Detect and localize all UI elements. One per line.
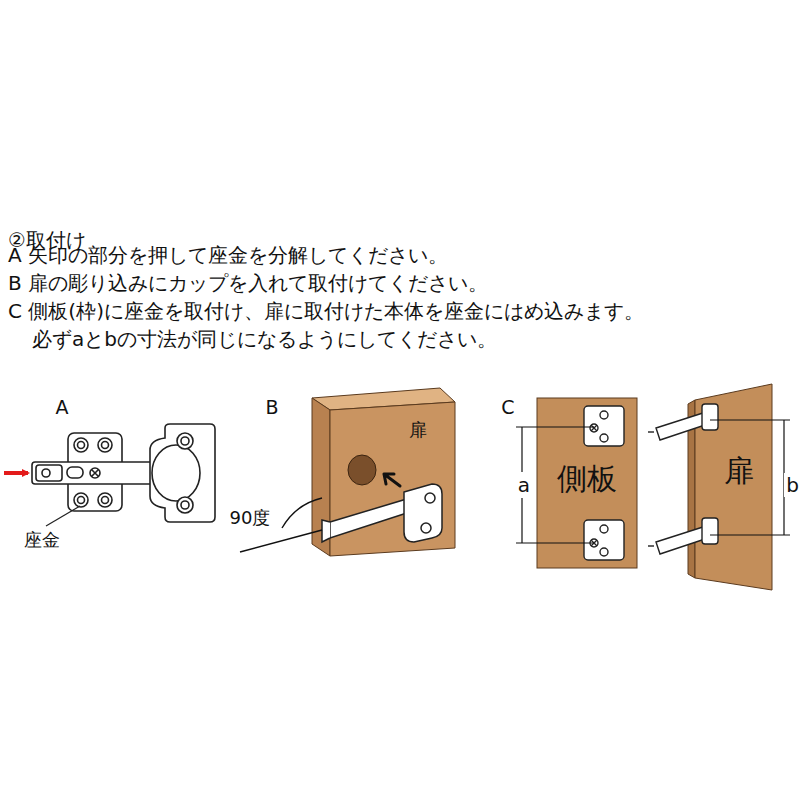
side-board-panel: 側板 (537, 398, 637, 568)
cup-hole (421, 523, 431, 533)
hinge-a (32, 424, 215, 522)
cross-mark (92, 470, 99, 477)
angle-line (240, 530, 322, 552)
cross-screw (90, 468, 100, 478)
hinge-cup (152, 445, 200, 501)
angle-label: 90度 (230, 507, 271, 529)
door-panel: 扉 (695, 386, 772, 588)
plate-hole (600, 434, 608, 442)
hinge-tip (648, 431, 654, 432)
door-panel: 扉 (330, 404, 455, 554)
dimension-b (710, 420, 790, 535)
door-b (312, 388, 455, 556)
dimension-label: a (516, 473, 532, 497)
plate-hole (102, 497, 109, 504)
mount-plate (584, 520, 624, 560)
door-face (695, 384, 772, 590)
hinge-end (322, 520, 330, 542)
panel-name: 扉 (409, 420, 427, 440)
cross-mark (591, 425, 597, 431)
hinge-cup-plate (702, 518, 718, 544)
plate-hole (600, 525, 608, 533)
hinge-b (322, 484, 442, 542)
cup-recess (348, 455, 376, 485)
part-name: 座金 (24, 529, 60, 551)
instruction-line: A 矢印の部分を押して座金を分解してください。 (8, 243, 448, 267)
plate-hole (98, 493, 112, 507)
hinge-tip (648, 545, 654, 546)
plate-hole (590, 424, 598, 432)
cup-plate (150, 424, 215, 522)
cup-hole (177, 497, 193, 513)
hinge-arm (330, 498, 416, 538)
instruction-line: 必ずaとbの寸法が同じになるようにしてください。 (32, 327, 497, 351)
panel-letter: A (56, 396, 69, 419)
panel-name: 扉 (724, 454, 754, 487)
panel-letter: C (501, 396, 514, 419)
hinge-arm (656, 412, 708, 440)
cup-hole (181, 501, 189, 509)
plate-hole (102, 442, 109, 449)
mount-plate (584, 406, 624, 446)
panel-name: 側板 (557, 462, 617, 495)
cup-hole (425, 493, 435, 503)
oval-slot (67, 467, 83, 478)
plate-hole (78, 497, 85, 504)
cup-plate (404, 484, 442, 542)
cup-hole (181, 437, 189, 445)
plate-hole (74, 438, 88, 452)
insert-arrow (384, 474, 400, 486)
door-front-face (330, 402, 455, 556)
hinge-arm (32, 462, 154, 484)
plate-hole (98, 438, 112, 452)
plate-hole (78, 442, 85, 449)
release-tab (36, 465, 62, 481)
instruction-line: B 扉の彫り込みにカップを入れて取付けてください。 (8, 271, 488, 295)
cup-hole (177, 433, 193, 449)
tab-screw (42, 469, 50, 477)
panel-letter: B (265, 396, 278, 419)
angle-arc (282, 498, 322, 528)
plate-hole (600, 548, 608, 556)
instruction-line: C 側板(枠)に座金を取付け、扉に取付けた本体を座金にはめ込みます。 (8, 299, 644, 323)
dimension-label: b (784, 473, 800, 497)
press-arrow (4, 471, 28, 475)
hinge-arm (656, 526, 708, 554)
plate-hole (74, 493, 88, 507)
plate-hole (600, 411, 608, 419)
hinge-cup-plate (702, 404, 718, 430)
door-hinges-c (648, 404, 718, 554)
leader-line (46, 506, 80, 526)
